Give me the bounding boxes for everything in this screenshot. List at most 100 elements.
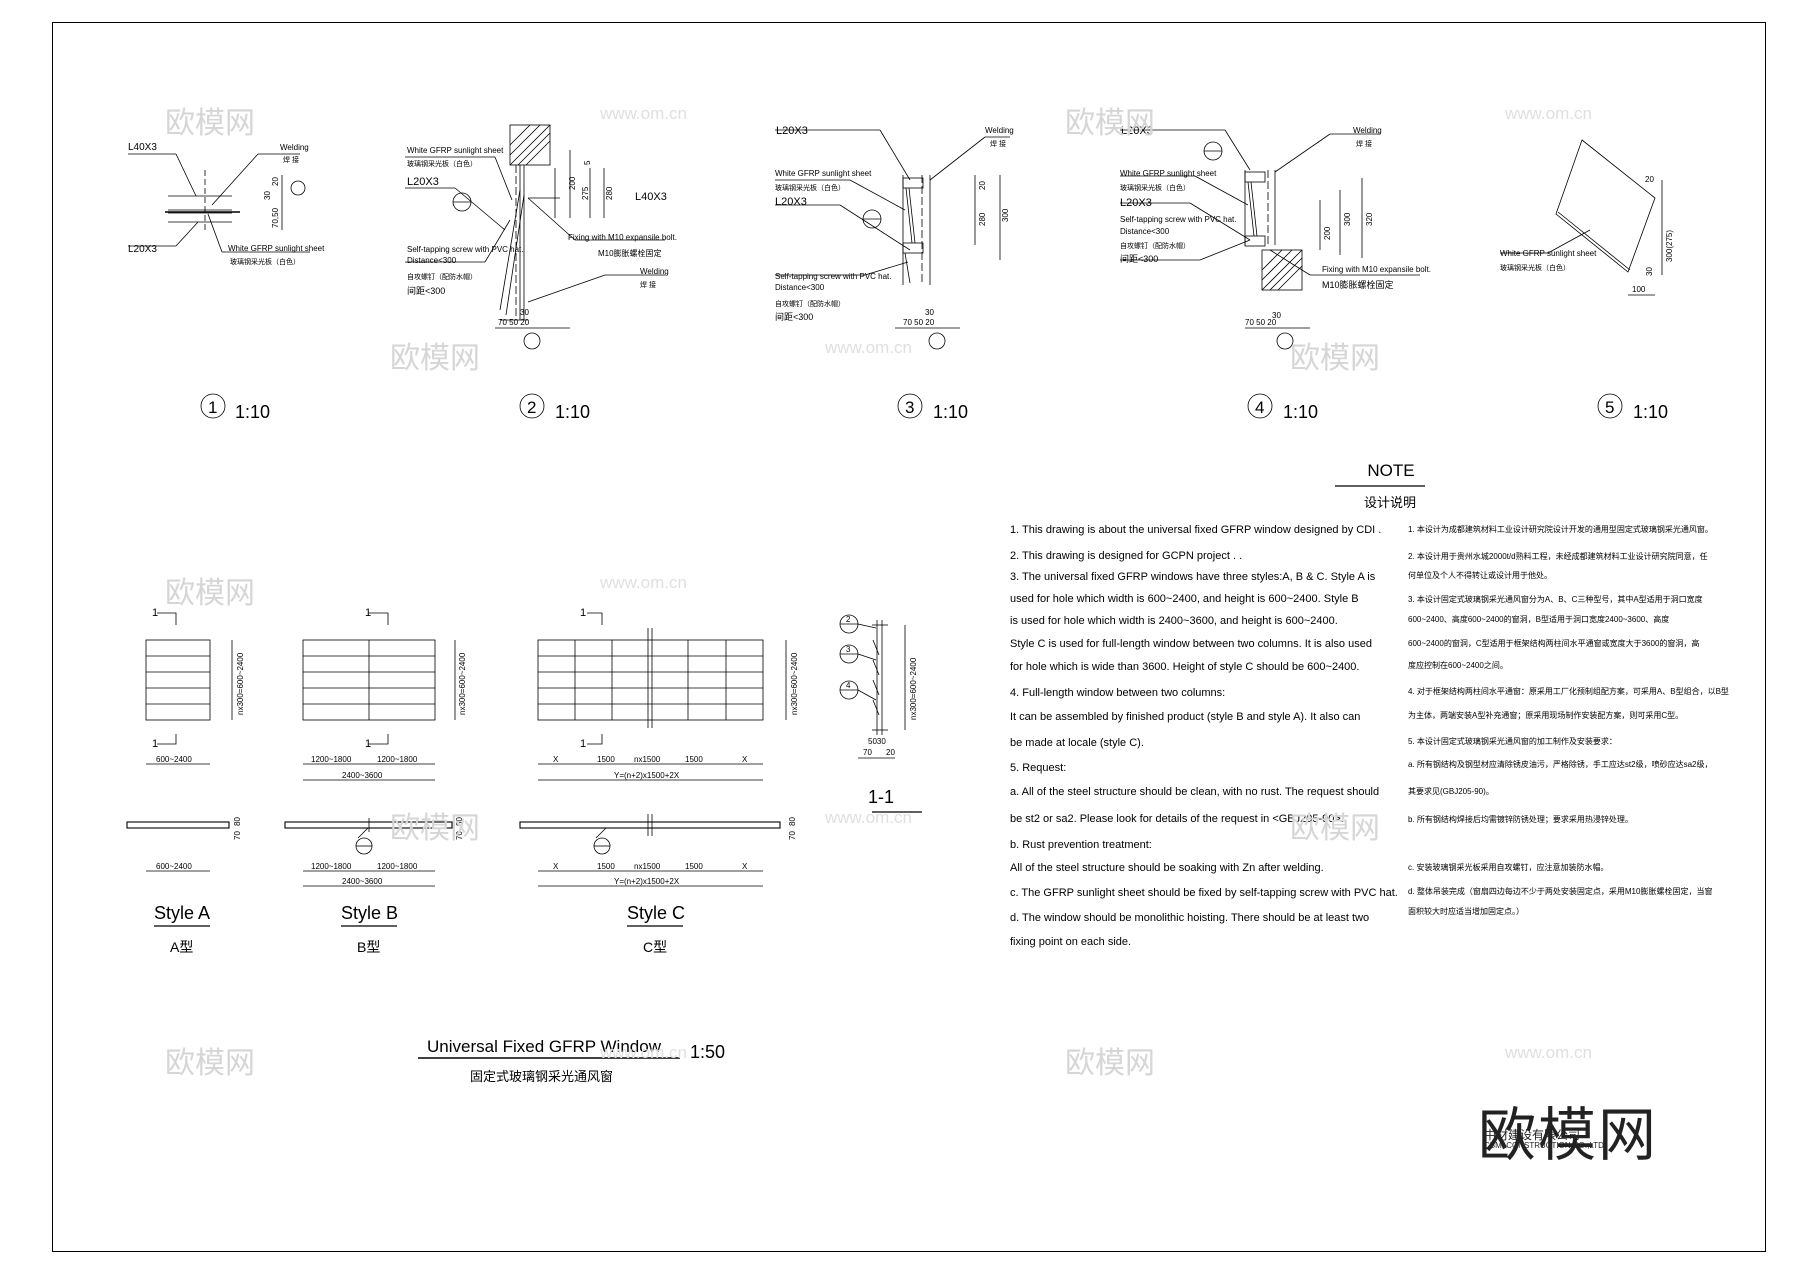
c-total: Y=(n+2)x1500+2X [614,771,680,780]
detail-2: White GFRP sunlight sheet 玻璃钢采光板（白色） L20… [405,124,677,350]
a-plan-width: 600~2400 [156,862,192,871]
note-en-line: used for hole which width is 600~2400, a… [1010,593,1359,605]
d2-screw-cn2: 间距<300 [407,285,445,296]
main-title-scale: 1:50 [690,1042,725,1062]
company-name: 中材建设有限公司 [1484,1128,1581,1142]
company-name-en: CBMI CONSTRUCTION CO.,LTD [1484,1141,1604,1150]
note-en-line: 3. The universal fixed GFRP windows have… [1010,571,1376,583]
s11-title: 1-1 [868,787,894,807]
note-en-line: b. Rust prevention treatment: [1010,839,1152,851]
note-en-line: It can be assembled by finished product … [1010,711,1361,723]
d2-dim-280: 280 [605,186,614,200]
a-section-mark-bottom: 1 [152,738,158,750]
a-section-mark-top: 1 [152,607,158,619]
note-en-line: fixing point on each side. [1010,936,1132,948]
b-plan-70: 70 [455,831,464,840]
d2-screw-cn1: 自攻螺钉（配防水帽） [407,272,477,281]
note-en-line: d. The window should be monolithic hoist… [1010,912,1370,924]
d1-top-section: L40X3 [128,142,157,153]
b-half-w1: 1200~1800 [311,755,352,764]
d3-dim-20: 20 [978,181,987,190]
d2-sheet-en: White GFRP sunlight sheet [407,146,504,155]
note-en-line: 2. This drawing is designed for GCPN pro… [1010,550,1243,562]
d2-dim-30: 30 [520,308,529,317]
note-cn-line: 度应控制在600~2400之间。 [1408,661,1508,670]
note-en-line: All of the steel structure should be soa… [1010,862,1324,874]
s11-5030: 5030 [868,737,886,746]
note-en-line: Style C is used for full-length window b… [1010,638,1372,650]
c-seg-x2: X [742,755,748,764]
c-section-mark-top: 1 [580,607,586,619]
s11-tag-4: 4 [846,681,851,690]
d4-sheet-cn: 玻璃钢采光板（白色） [1120,183,1190,192]
d2-l40: L40X3 [635,191,667,203]
note-en-line: is used for hole which width is 2400~360… [1010,615,1338,627]
main-title: Universal Fixed GFRP Window 1:50 固定式玻璃钢采… [418,1037,725,1084]
c-section-mark-bottom: 1 [580,738,586,750]
d4-dim-200: 200 [1323,226,1332,240]
style-b: 1 1 nx300=600~2400 1200~1800 1200~1800 2… [284,607,467,955]
d1-weld-cn: 焊 接 [283,155,299,164]
c-height: nx300=600~2400 [790,652,799,715]
b-section-mark-bottom: 1 [365,738,371,750]
s11-20: 20 [886,748,895,757]
b-plan-half1: 1200~1800 [311,862,352,871]
a-name-cn: A型 [170,939,193,955]
d4-screw-cn1: 自攻螺钉（配防水帽） [1120,241,1190,250]
b-plan-width: 2400~3600 [342,877,383,886]
c-plan-80: 80 [788,817,797,826]
note-cn-line: b. 所有钢结构焊接后均需镀锌防锈处理；要求采用热浸锌处理。 [1408,815,1633,824]
d2-screw-en1: Self-tapping screw with PVC hat. [407,245,524,254]
d4-dim-300: 300 [1343,212,1352,226]
watermark-tile: 欧模网 [165,107,255,140]
d3-dim-30: 30 [925,308,934,317]
d2-screw-en2: Distance<300 [407,256,457,265]
style-c: 1 1 nx300=600~2400 X 1500 nx1500 1500 X … [519,607,799,955]
main-title-text: Universal Fixed GFRP Window [427,1037,662,1056]
note-cn-line: 3. 本设计固定式玻璃钢采光通风窗分为A、B、C三种型号，其中A型适用于洞口宽度 [1408,595,1703,604]
d2-fix-cn: M10膨胀螺栓固定 [598,248,662,258]
d4-sheet-en: White GFRP sunlight sheet [1120,169,1217,178]
note-en-line: be made at locale (style C). [1010,737,1144,749]
note-cn-line: 2. 本设计用于贵州水城2000t/d熟料工程，未经成都建筑材料工业设计研究院同… [1408,552,1708,561]
note-en-line: for hole which is wide than 3600. Height… [1010,661,1360,673]
watermark-tile: 欧模网 [390,342,480,375]
d4-l20b: L20X3 [1120,197,1152,209]
c-seg-n: nx1500 [634,755,661,764]
note-en-line: c. The GFRP sunlight sheet should be fix… [1010,887,1398,899]
watermark-tile: 欧模网 [1065,1047,1155,1080]
note-cn-line: a. 所有钢结构及钢型材应清除锈皮油污，严格除锈，手工应达st2级，喷砂应达sa… [1408,760,1713,769]
d2-dim-5: 5 [583,160,592,165]
c-plan-x1: X [553,862,559,871]
watermark-url: www.om.cn [1505,1043,1592,1062]
watermark-url: www.om.cn [600,104,687,123]
watermark-tile: 欧模网 [165,577,255,610]
d2-dim-bottom: 70 50 20 [498,318,530,327]
a-plan-80: 80 [233,817,242,826]
detail-1: L40X3 L20X3 Welding 焊 接 White GFRP sunli… [128,142,325,266]
d1-dim-20: 20 [271,177,280,186]
d1-sheet-en: White GFRP sunlight sheet [228,244,325,253]
d4-screw-cn2: 间距<300 [1120,253,1158,264]
note-cn-line: c. 安装玻璃钢采光板采用自攻螺钉，应注意加装防水帽。 [1408,863,1609,872]
note-cn-line: 1. 本设计为成都建筑材料工业设计研究院设计开发的通用型固定式玻璃钢采光通风窗。 [1408,525,1713,534]
d3-screw-cn1: 自攻螺钉（配防水帽） [775,299,845,308]
s11-70: 70 [863,748,872,757]
c-name: Style C [627,903,685,923]
d5-dim-300: 300(275) [1665,230,1674,262]
watermark-tile: 欧模网 [390,812,480,845]
d3-caption-num: 3 [905,398,914,417]
note-en-line: 5. Request: [1010,762,1067,774]
note-cn-line: 600~2400的窗洞，C型适用于框架结构两柱间水平通窗或宽度大于3600的窗洞… [1408,639,1700,648]
detail-5: White GFRP sunlight sheet 玻璃钢采光板（白色） 20 … [1500,139,1674,296]
c-plan-x2: X [742,862,748,871]
note-cn-line: 600~2400、高度600~2400的窗洞，B型适用于洞口宽度2400~360… [1408,615,1670,624]
d3-weld-cn: 焊 接 [990,139,1006,148]
s11-tag-2: 2 [846,615,851,624]
d1-weld-en: Welding [280,143,309,152]
d1-bottom-section: L20X3 [128,244,157,255]
d4-screw-en2: Distance<300 [1120,227,1170,236]
d4-weld-cn: 焊 接 [1356,139,1372,148]
d1-caption-scale: 1:10 [235,402,270,422]
